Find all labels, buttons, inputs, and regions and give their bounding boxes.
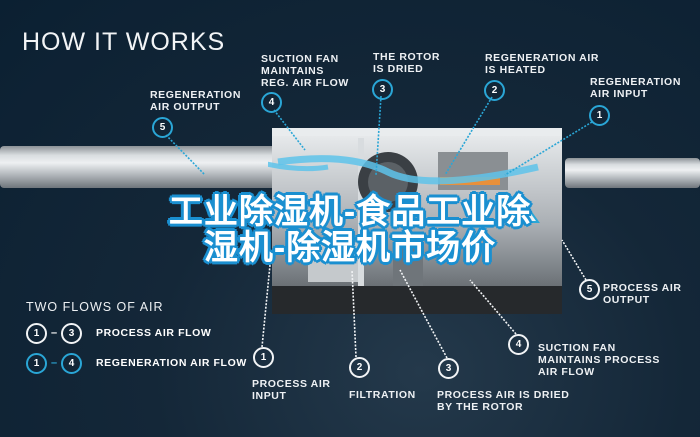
regen-label-2: REGENERATION AIR IS HEATED (485, 52, 600, 76)
page-title: HOW IT WORKS (22, 28, 226, 56)
overlay-caption-line-1: 工业除湿机-食品工业除 (168, 193, 532, 231)
right-duct (565, 158, 700, 188)
process-label-3: PROCESS AIR IS DRIED BY THE ROTOR (437, 389, 570, 413)
process-number-1: 1 (253, 347, 274, 368)
dehumidifier-machine (257, 122, 568, 322)
regen-number-2: 2 (484, 80, 505, 101)
left-duct (0, 146, 290, 188)
process-number-3: 3 (438, 358, 459, 379)
legend-to-number: 4 (61, 352, 82, 374)
overlay-caption-line-2: 湿机-除湿机市场价 (203, 229, 497, 267)
regen-number-1: 1 (589, 105, 610, 126)
legend-title: TWO FLOWS OF AIR (26, 300, 164, 314)
regen-number-5: 5 (152, 117, 173, 138)
process-label-5: PROCESS AIR OUTPUT (603, 282, 682, 306)
process-label-1: PROCESS AIR INPUT (252, 378, 331, 402)
legend-from-number: 1 (26, 352, 47, 374)
process-number-2: 2 (349, 357, 370, 378)
process-number-4: 4 (508, 334, 529, 355)
legend-row-regeneration: 1 – 4 REGENERATION AIR FLOW (26, 352, 247, 374)
legend-dash: – (50, 327, 58, 339)
process-label-4: SUCTION FAN MAINTAINS PROCESS AIR FLOW (538, 342, 661, 378)
process-label-2: FILTRATION (349, 389, 416, 401)
legend-from-number: 1 (26, 322, 47, 344)
regen-label-4: SUCTION FAN MAINTAINS REG. AIR FLOW (261, 53, 349, 89)
regen-label-1: REGENERATION AIR INPUT (590, 76, 682, 100)
regen-label-5: REGENERATION AIR OUTPUT (150, 89, 242, 113)
legend-to-number: 3 (61, 322, 82, 344)
legend-dash: – (50, 357, 58, 369)
regen-number-4: 4 (261, 92, 282, 113)
regen-label-3: THE ROTOR IS DRIED (373, 51, 441, 75)
legend-label: REGENERATION AIR FLOW (96, 357, 247, 369)
process-number-5: 5 (579, 279, 600, 300)
regen-number-3: 3 (372, 79, 393, 100)
legend-row-process: 1 – 3 PROCESS AIR FLOW (26, 322, 212, 344)
legend-label: PROCESS AIR FLOW (96, 327, 212, 339)
